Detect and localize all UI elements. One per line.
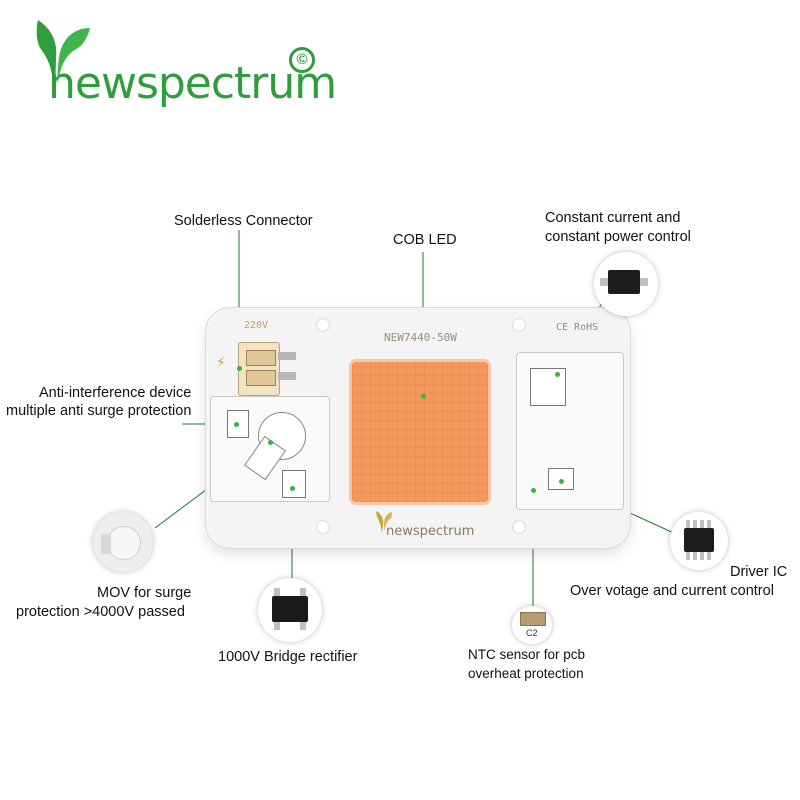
cob-led: [352, 362, 488, 502]
driver-ic-photo: [670, 512, 728, 570]
brand-name: newspectrum: [48, 58, 337, 109]
copyright-icon: ©: [289, 47, 315, 73]
label-constant-control-1: Constant current and: [545, 210, 681, 226]
constant-control-pad: [530, 368, 566, 406]
label-constant-control-2: constant power control: [545, 229, 691, 245]
cert-marking: CE RoHS: [556, 322, 599, 333]
leaf-icon: [36, 20, 90, 88]
bridge-pad: [282, 470, 306, 498]
label-mov-1: MOV for surge: [97, 585, 192, 601]
bridge-rectifier-photo: [258, 578, 322, 642]
mount-hole-tl: [316, 318, 330, 332]
label-anti-interference-1: Anti-interference device: [39, 385, 192, 401]
label-anti-interference-2: multiple anti surge protection: [6, 403, 192, 419]
voltage-marking: 220V: [244, 320, 269, 331]
label-ntc-2: overheat protection: [468, 666, 584, 681]
label-over-voltage: Over votage and current control: [570, 583, 774, 599]
ntc-chip-label: C2: [526, 628, 538, 638]
mov-photo: [93, 512, 153, 572]
board-leaf-icon: [376, 511, 392, 533]
mount-hole-br: [512, 520, 526, 534]
board-brand-marking: newspectrum: [386, 524, 475, 539]
constant-control-chip-photo: [594, 252, 658, 316]
label-solderless-connector: Solderless Connector: [174, 213, 313, 229]
mount-hole-tr: [512, 318, 526, 332]
model-marking: NEW7440-50W: [384, 331, 457, 344]
label-cob-led: COB LED: [393, 232, 457, 248]
label-bridge-rectifier: 1000V Bridge rectifier: [218, 649, 358, 665]
label-mov-2: protection >4000V passed: [16, 604, 185, 620]
warning-icon: ⚡: [216, 354, 226, 370]
mount-hole-bl: [316, 520, 330, 534]
label-ntc-1: NTC sensor for pcb: [468, 647, 586, 662]
ntc-sensor-photo: C2: [512, 606, 552, 644]
label-driver-ic: Driver IC: [730, 564, 788, 580]
